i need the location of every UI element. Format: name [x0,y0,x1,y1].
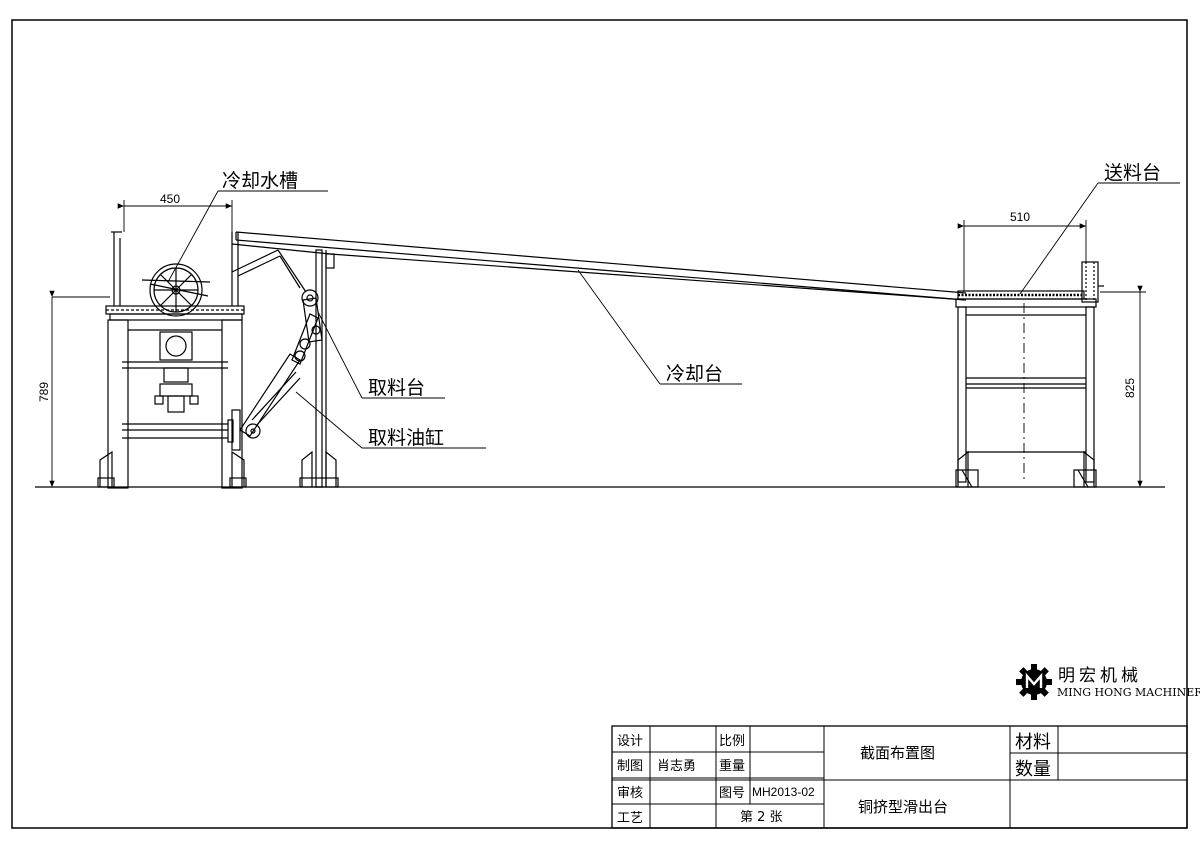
label-take-table: 取料台 [368,377,425,399]
tb-weight-label: 重量 [719,758,745,774]
tb-material-label: 材料 [1015,732,1051,753]
dim-left-width: 450 [160,192,180,206]
label-feed-table: 送料台 [1104,162,1161,184]
tb-drawing-title: 截面布置图 [860,744,935,762]
cooling-tank-machine [97,231,247,489]
tb-check-label: 审核 [617,786,643,801]
title-block [611,725,1188,829]
label-take-cylinder: 取料油缸 [368,427,444,449]
take-off-assembly [227,249,339,488]
label-cooling-table: 冷却台 [666,363,723,385]
tb-draw-label: 制图 [617,759,643,774]
leader-lines [167,182,1180,449]
tb-quantity-label: 数量 [1015,759,1051,780]
tb-sheet: 第 2 张 [740,810,783,825]
tb-draw-value: 肖志勇 [657,759,696,774]
cooling-bed [231,231,967,301]
tb-design-label: 设计 [617,734,643,749]
tb-drawing-no-value: MH2013-02 [752,785,815,799]
drawing-frame [11,19,1188,829]
feed-table-machine [955,261,1104,488]
gear-logo-icon [1016,664,1052,700]
tb-product-name: 铜挤型滑出台 [858,798,948,816]
tb-process-label: 工艺 [617,811,643,826]
tb-drawing-no-label: 图号 [719,786,745,801]
dimension-lines [49,200,1146,487]
dim-right-height: 825 [1123,378,1137,398]
dim-left-height: 789 [37,382,51,402]
logo-chinese: 明宏机械 [1058,666,1142,686]
label-cooling-tank: 冷却水槽 [222,170,298,192]
dim-right-width: 510 [1010,210,1030,224]
tb-scale-label: 比例 [719,734,745,749]
company-logo: 明宏机械 MING HONG MACHINERY [1016,664,1200,700]
logo-english: MING HONG MACHINERY [1057,686,1200,699]
